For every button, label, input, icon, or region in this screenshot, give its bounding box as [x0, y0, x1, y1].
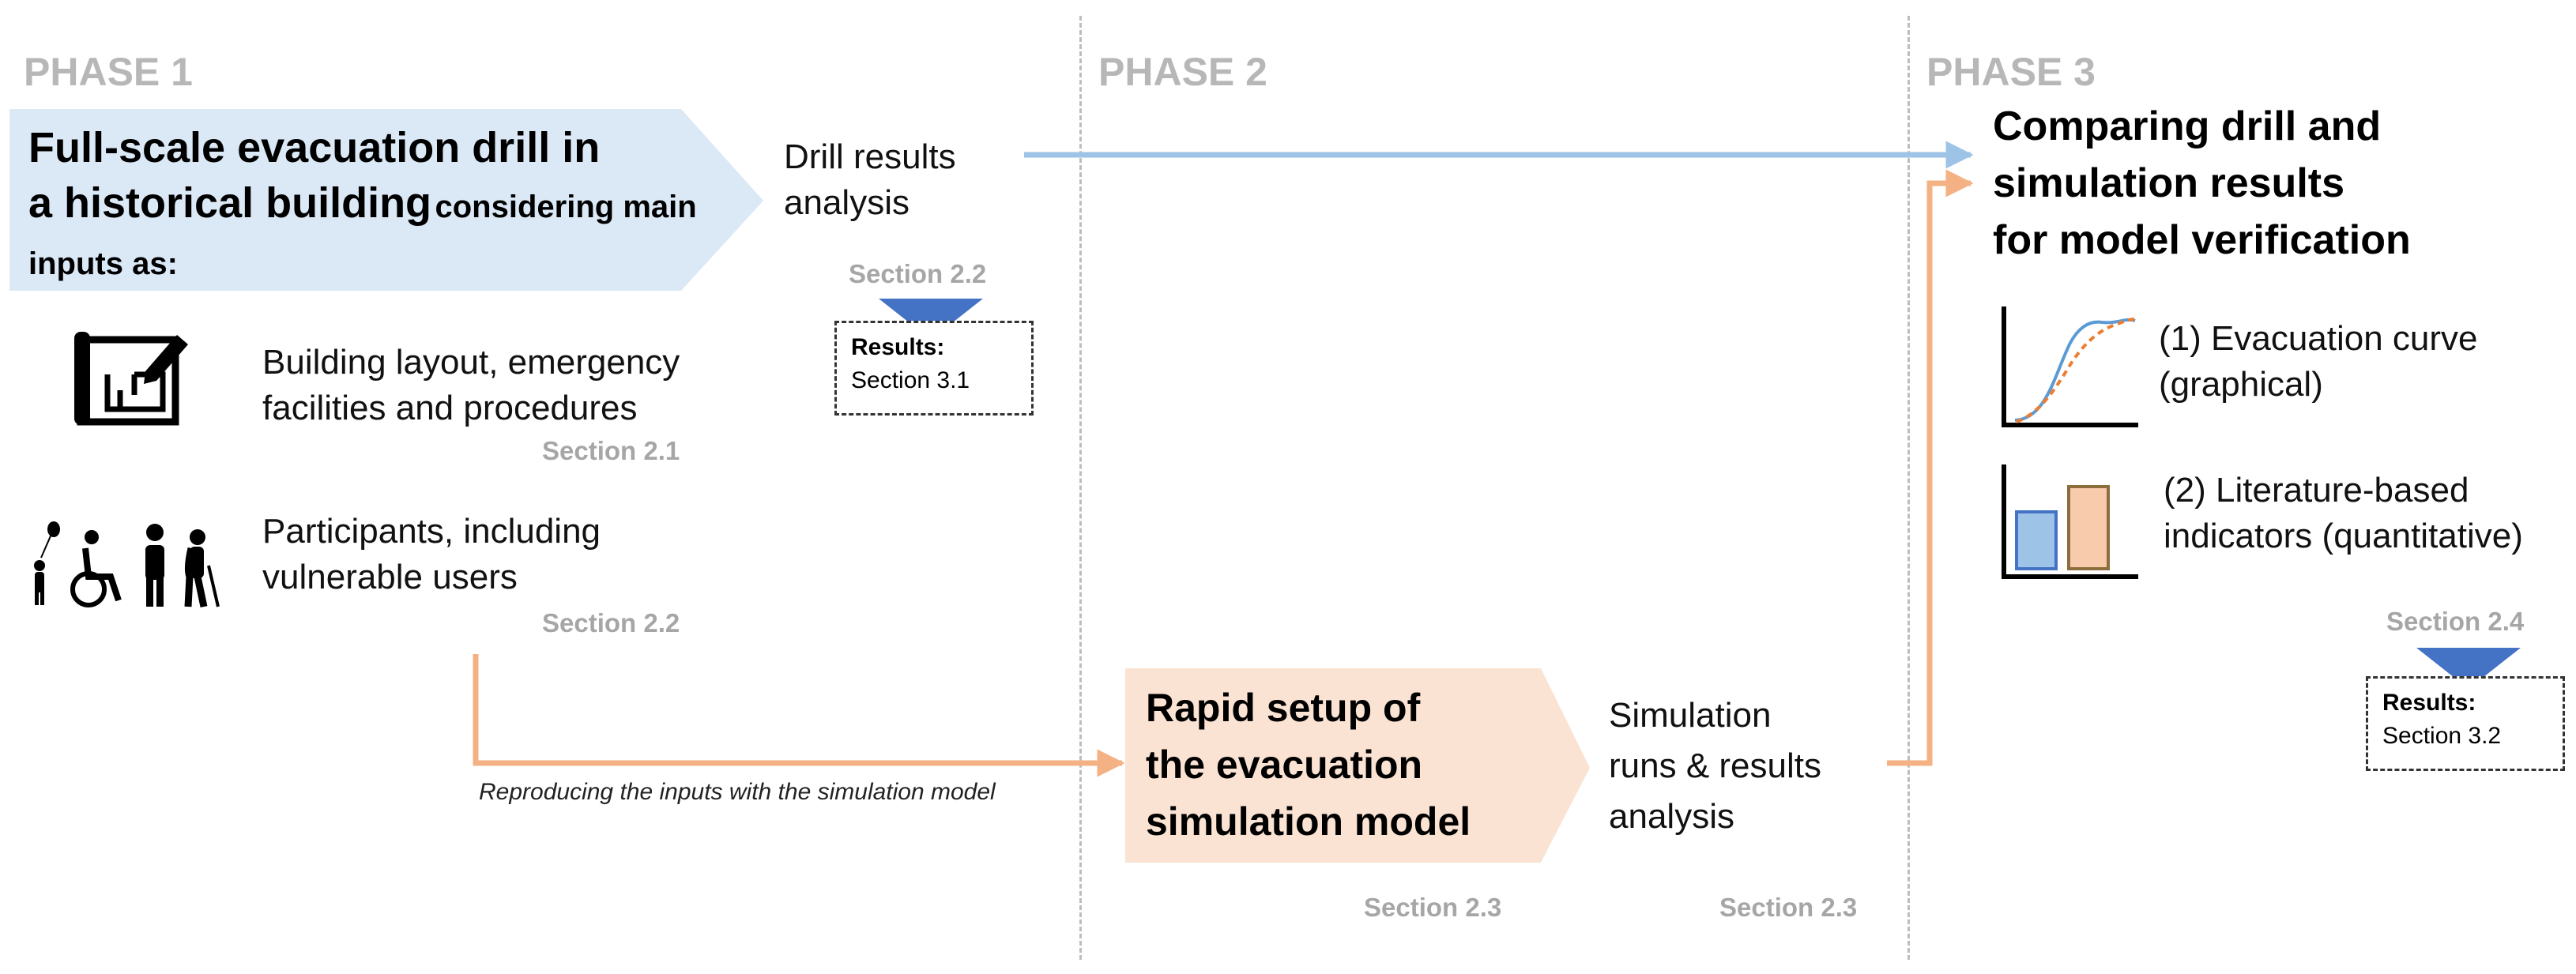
input1-section: Section 2.1 [542, 436, 680, 465]
evacuation-curve-icon [2002, 306, 2138, 427]
results-marker-phase1 [879, 299, 983, 340]
phase-divider-2 [1908, 16, 1910, 960]
drill-results-box: Results: Section 3.1 [834, 321, 1034, 416]
inputs-to-simulation-arrow [473, 654, 1125, 777]
phase3-section: Section 2.4 [2386, 607, 2525, 636]
phase3-results-box: Results: Section 3.2 [2366, 676, 2565, 771]
phase1-title-line3: inputs as: [28, 246, 178, 281]
evacuation-curve-label: (1) Evacuation curve (graphical) [2159, 316, 2478, 408]
phase3-title-line1: Comparing drill and [1993, 103, 2382, 149]
drill-results-section: Section 3.1 [851, 367, 970, 393]
results-marker-phase3 [2416, 648, 2521, 689]
phase2-title: Rapid setup of the evacuation simulation… [1146, 679, 1471, 850]
phase-label-2: PHASE 2 [1098, 50, 1267, 94]
phase-label-3: PHASE 3 [1926, 50, 2096, 94]
phase1-title-line2-rest: considering main [435, 190, 697, 224]
phase1-chevron [9, 109, 763, 291]
runs-line3: analysis [1609, 797, 1734, 836]
phase3-title-line2: simulation results [1993, 160, 2344, 206]
phase3-title-line3: for model verification [1993, 217, 2411, 263]
drill-line1: Drill results [784, 137, 956, 176]
runs-section: Section 2.3 [1719, 893, 1858, 922]
phase3-title: Comparing drill and simulation results f… [1993, 98, 2411, 269]
phase2-title-line2: the evacuation [1146, 743, 1423, 787]
building-plan-icon [74, 332, 188, 426]
runs-line1: Simulation [1609, 696, 1772, 735]
item1-line1: (1) Evacuation curve [2159, 319, 2478, 358]
phase2-chevron [1125, 668, 1590, 863]
input1-line2: facilities and procedures [262, 389, 638, 427]
phase1-title-line1: Full-scale evacuation drill in [28, 124, 601, 171]
input-building-layout: Building layout, emergency facilities an… [262, 340, 680, 431]
phase1-title-line2-bold: a historical building [28, 179, 432, 227]
item2-line2: indicators (quantitative) [2164, 517, 2523, 555]
phase3-results-label: Results: [2382, 690, 2476, 716]
input2-line2: vulnerable users [262, 558, 518, 596]
indicators-label: (2) Literature-based indicators (quantit… [2164, 468, 2523, 559]
phase2-title-line1: Rapid setup of [1146, 686, 1421, 730]
phase3-results-section: Section 3.2 [2382, 723, 2502, 749]
input-participants: Participants, including vulnerable users [262, 509, 601, 600]
simulation-runs-analysis: Simulation runs & results analysis [1609, 690, 1821, 842]
drill-line2: analysis [784, 183, 910, 222]
phase-divider-1 [1079, 16, 1082, 960]
simulation-to-comparison-arrow [1887, 169, 1974, 766]
input1-line1: Building layout, emergency [262, 343, 680, 382]
phase1-title-line2: a historical building considering main [28, 175, 697, 242]
people-group-icon [34, 521, 220, 607]
drill-results-analysis: Drill results analysis [784, 134, 956, 226]
runs-line2: runs & results [1609, 746, 1821, 785]
phase1-title: Full-scale evacuation drill in a histori… [28, 120, 697, 286]
phase2-title-line3: simulation model [1146, 799, 1471, 844]
phase-label-1: PHASE 1 [24, 50, 193, 94]
input2-line1: Participants, including [262, 512, 601, 551]
reproducing-note: Reproducing the inputs with the simulati… [479, 779, 996, 805]
item2-line1: (2) Literature-based [2164, 471, 2469, 510]
drill-results-label: Results: [851, 334, 945, 360]
item1-line2: (graphical) [2159, 365, 2323, 404]
input2-section: Section 2.2 [542, 608, 680, 637]
phase2-title-section: Section 2.3 [1364, 893, 1502, 922]
bar-chart-icon [2002, 464, 2138, 579]
drill-section: Section 2.2 [849, 259, 987, 288]
